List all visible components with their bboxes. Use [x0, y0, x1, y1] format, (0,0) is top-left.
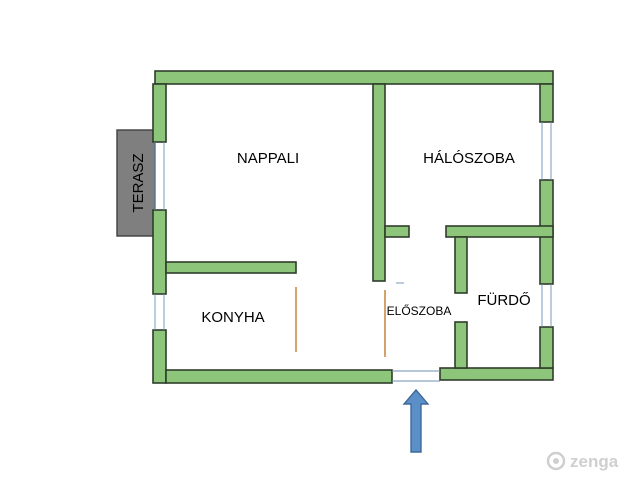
kitchen-partition-wall — [165, 261, 297, 274]
bottom-wall-right — [439, 367, 554, 381]
room-labels: NAPPALI HÁLÓSZOBA KONYHA ELŐSZOBA FÜRDŐ — [201, 150, 530, 326]
left-wall-upper — [152, 83, 167, 143]
left-wall-lower — [152, 329, 167, 384]
zenga-logo-icon — [546, 451, 566, 471]
top-wall — [154, 70, 554, 85]
room-label-nappali: NAPPALI — [237, 150, 299, 167]
entrance-arrow-icon — [402, 388, 430, 453]
bathroom-wall-lower — [454, 321, 468, 369]
windows — [154, 122, 552, 382]
watermark-brand: zenga — [570, 452, 619, 471]
left-wall-middle — [152, 209, 167, 295]
terrace-area — [116, 129, 156, 237]
room-label-konyha: KONYHA — [201, 309, 264, 326]
watermark: zenga — [546, 451, 619, 471]
terrace-label: TERASZ — [130, 153, 147, 212]
room-label-furdo: FÜRDŐ — [477, 291, 530, 309]
terrace: TERASZ — [116, 129, 156, 237]
room-label-haloszoba: HÁLÓSZOBA — [423, 150, 515, 167]
bottom-wall-left — [165, 369, 393, 384]
bedroom-bathroom-wall — [445, 225, 554, 238]
right-wall-bottom — [539, 326, 554, 369]
bathroom-wall-upper — [454, 236, 468, 294]
room-label-eloszoba: ELŐSZOBA — [387, 303, 452, 318]
door-marks — [295, 282, 404, 357]
inner-walls — [165, 83, 554, 369]
right-wall-top — [539, 83, 554, 123]
outer-walls — [152, 70, 554, 384]
living-bedroom-wall — [372, 83, 386, 282]
bedroom-wall-stub — [384, 225, 410, 238]
